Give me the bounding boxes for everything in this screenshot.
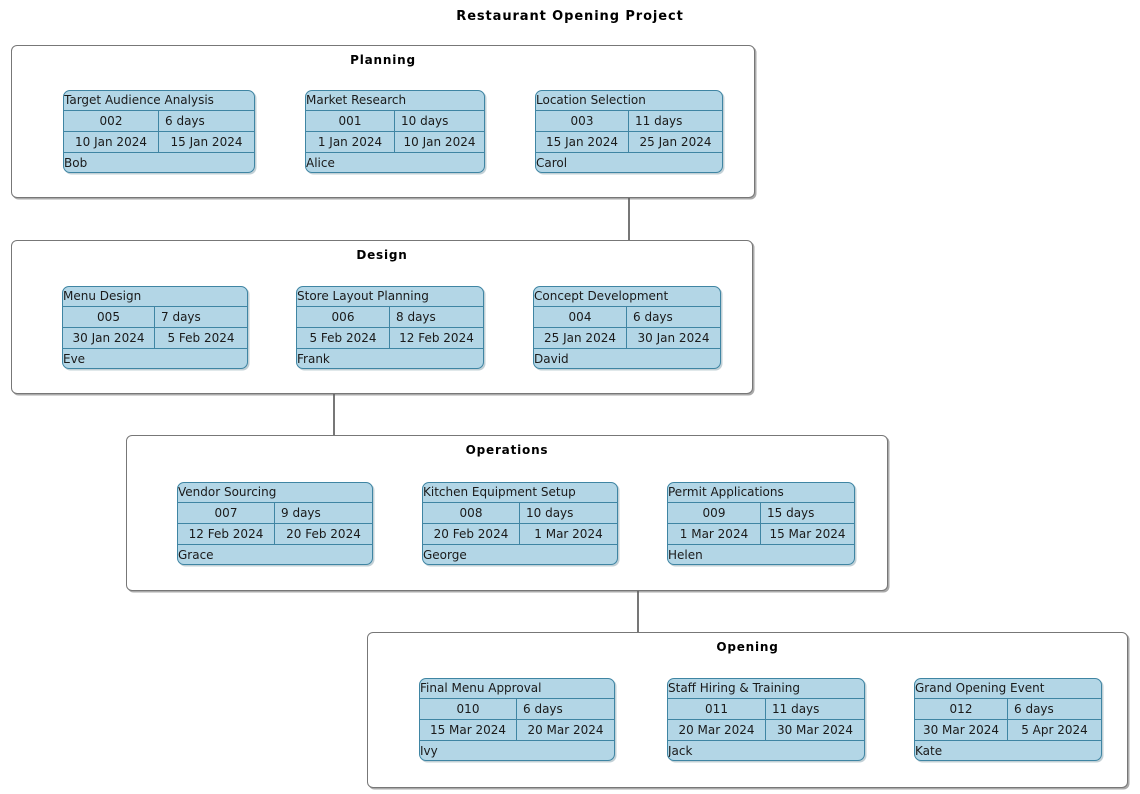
task-start-010: 15 Mar 2024: [420, 720, 517, 740]
task-start-009: 1 Mar 2024: [668, 524, 761, 544]
task-name-010: Final Menu Approval: [420, 679, 614, 699]
task-id-001: 001: [306, 111, 395, 131]
task-name-011: Staff Hiring & Training: [668, 679, 864, 699]
task-start-006: 5 Feb 2024: [297, 328, 390, 348]
task-owner-008: George: [423, 548, 467, 562]
task-card-006[interactable]: Store Layout Planning 006 8 days 5 Feb 2…: [296, 286, 484, 369]
task-owner-009: Helen: [668, 548, 703, 562]
task-name-005: Menu Design: [63, 287, 247, 307]
task-owner-011: Jack: [668, 744, 693, 758]
task-owner-005: Eve: [63, 352, 86, 366]
task-owner-002: Bob: [64, 156, 88, 170]
task-duration-006: 8 days: [396, 310, 436, 324]
task-owner-004: David: [534, 352, 569, 366]
task-start-011: 20 Mar 2024: [668, 720, 766, 740]
task-id-008: 008: [423, 503, 520, 523]
task-end-008: 1 Mar 2024: [534, 527, 603, 541]
task-owner-006: Frank: [297, 352, 330, 366]
task-id-009: 009: [668, 503, 761, 523]
task-id-005: 005: [63, 307, 155, 327]
task-duration-004: 6 days: [633, 310, 673, 324]
group-label-operations: Operations: [465, 443, 549, 457]
task-start-005: 30 Jan 2024: [63, 328, 155, 348]
task-name-007: Vendor Sourcing: [178, 483, 372, 503]
task-name-012: Grand Opening Event: [915, 679, 1101, 699]
task-name-001: Market Research: [306, 91, 484, 111]
task-duration-001: 10 days: [401, 114, 449, 128]
task-name-009: Permit Applications: [668, 483, 854, 503]
group-label-design: Design: [356, 248, 408, 262]
task-end-004: 30 Jan 2024: [637, 331, 710, 345]
task-card-012[interactable]: Grand Opening Event 012 6 days 30 Mar 20…: [914, 678, 1102, 761]
task-card-008[interactable]: Kitchen Equipment Setup 008 10 days 20 F…: [422, 482, 618, 565]
task-name-008: Kitchen Equipment Setup: [423, 483, 617, 503]
task-card-002[interactable]: Target Audience Analysis 002 6 days 10 J…: [63, 90, 255, 173]
task-end-003: 25 Jan 2024: [639, 135, 712, 149]
task-card-010[interactable]: Final Menu Approval 010 6 days 15 Mar 20…: [419, 678, 615, 761]
task-end-002: 15 Jan 2024: [170, 135, 243, 149]
task-owner-010: Ivy: [420, 744, 438, 758]
task-name-004: Concept Development: [534, 287, 720, 307]
task-duration-007: 9 days: [281, 506, 321, 520]
task-owner-007: Grace: [178, 548, 214, 562]
task-card-009[interactable]: Permit Applications 009 15 days 1 Mar 20…: [667, 482, 855, 565]
task-start-012: 30 Mar 2024: [915, 720, 1008, 740]
task-id-010: 010: [420, 699, 517, 719]
page-title: Restaurant Opening Project: [456, 9, 684, 24]
task-duration-008: 10 days: [526, 506, 574, 520]
task-duration-005: 7 days: [161, 310, 201, 324]
task-name-002: Target Audience Analysis: [64, 91, 254, 111]
task-duration-012: 6 days: [1014, 702, 1054, 716]
task-card-003[interactable]: Location Selection 003 11 days 15 Jan 20…: [535, 90, 723, 173]
task-end-005: 5 Feb 2024: [167, 331, 235, 345]
task-card-005[interactable]: Menu Design 005 7 days 30 Jan 2024 5 Feb…: [62, 286, 248, 369]
task-start-008: 20 Feb 2024: [423, 524, 520, 544]
task-duration-010: 6 days: [523, 702, 563, 716]
task-id-004: 004: [534, 307, 627, 327]
task-card-004[interactable]: Concept Development 004 6 days 25 Jan 20…: [533, 286, 721, 369]
task-end-009: 15 Mar 2024: [769, 527, 846, 541]
task-duration-002: 6 days: [165, 114, 205, 128]
task-end-012: 5 Apr 2024: [1021, 723, 1088, 737]
task-duration-003: 11 days: [635, 114, 683, 128]
task-name-006: Store Layout Planning: [297, 287, 483, 307]
task-duration-011: 11 days: [772, 702, 820, 716]
group-label-planning: Planning: [350, 53, 416, 67]
task-card-001[interactable]: Market Research 001 10 days 1 Jan 2024 1…: [305, 90, 485, 173]
task-start-003: 15 Jan 2024: [536, 132, 629, 152]
task-owner-003: Carol: [536, 156, 568, 170]
task-owner-001: Alice: [306, 156, 335, 170]
task-id-003: 003: [536, 111, 629, 131]
task-id-002: 002: [64, 111, 159, 131]
task-end-006: 12 Feb 2024: [399, 331, 474, 345]
task-name-003: Location Selection: [536, 91, 722, 111]
task-start-001: 1 Jan 2024: [306, 132, 395, 152]
task-id-006: 006: [297, 307, 390, 327]
task-start-004: 25 Jan 2024: [534, 328, 627, 348]
task-card-007[interactable]: Vendor Sourcing 007 9 days 12 Feb 2024 2…: [177, 482, 373, 565]
task-end-010: 20 Mar 2024: [527, 723, 604, 737]
group-label-opening: Opening: [716, 640, 779, 654]
task-start-002: 10 Jan 2024: [64, 132, 159, 152]
task-card-011[interactable]: Staff Hiring & Training 011 11 days 20 M…: [667, 678, 865, 761]
task-end-001: 10 Jan 2024: [403, 135, 476, 149]
task-id-012: 012: [915, 699, 1008, 719]
task-id-011: 011: [668, 699, 766, 719]
task-owner-012: Kate: [915, 744, 943, 758]
task-id-007: 007: [178, 503, 275, 523]
task-end-011: 30 Mar 2024: [776, 723, 854, 737]
task-duration-009: 15 days: [767, 506, 815, 520]
task-start-007: 12 Feb 2024: [178, 524, 275, 544]
task-end-007: 20 Feb 2024: [286, 527, 361, 541]
